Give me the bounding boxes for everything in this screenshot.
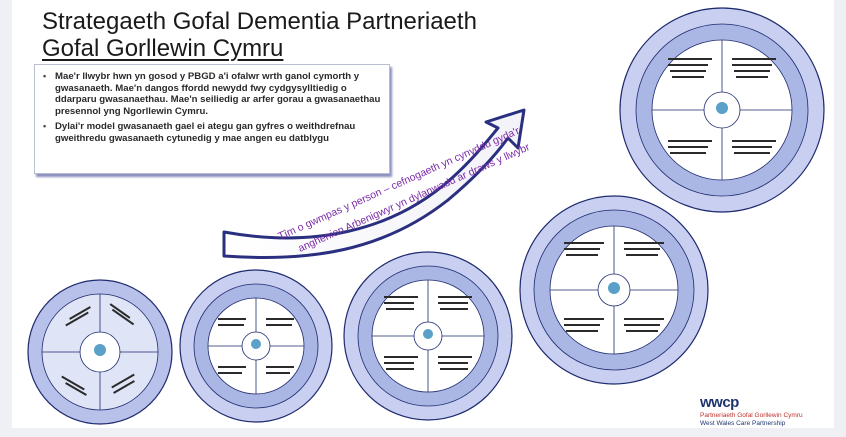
slide: Tîm o gwmpas y person – cefnogaeth yn cy… — [12, 0, 834, 428]
logo-mark: wwcp — [700, 394, 739, 411]
title-line-2: Gofal Gorllewin Cymru — [42, 35, 284, 62]
logo-english-name: West Wales Care Partnership — [700, 420, 786, 427]
logo-welsh-name: Partneriaeth Gofal Gorllewin Cymru — [700, 412, 803, 419]
title-line-1: Strategaeth Gofal Dementia Partneriaeth — [42, 8, 477, 35]
service-wheel-1 — [27, 279, 173, 425]
service-wheel-5 — [619, 7, 825, 213]
service-wheel-3 — [343, 251, 513, 421]
slide-title: Strategaeth Gofal Dementia Partneriaeth … — [42, 8, 477, 62]
bullet-1: Mae'r llwybr hwn yn gosod y PBGD a'i ofa… — [43, 71, 381, 117]
service-wheel-2 — [179, 269, 333, 423]
description-box: Mae'r llwybr hwn yn gosod y PBGD a'i ofa… — [34, 64, 390, 174]
pathway-illustration: Tîm o gwmpas y person – cefnogaeth yn cy… — [27, 7, 825, 425]
wwcp-logo: wwcp Partneriaeth Gofal Gorllewin Cymru … — [698, 392, 834, 428]
bullet-2: Dylai'r model gwasanaeth gael ei ategu g… — [43, 121, 381, 144]
service-wheel-4 — [519, 195, 709, 385]
